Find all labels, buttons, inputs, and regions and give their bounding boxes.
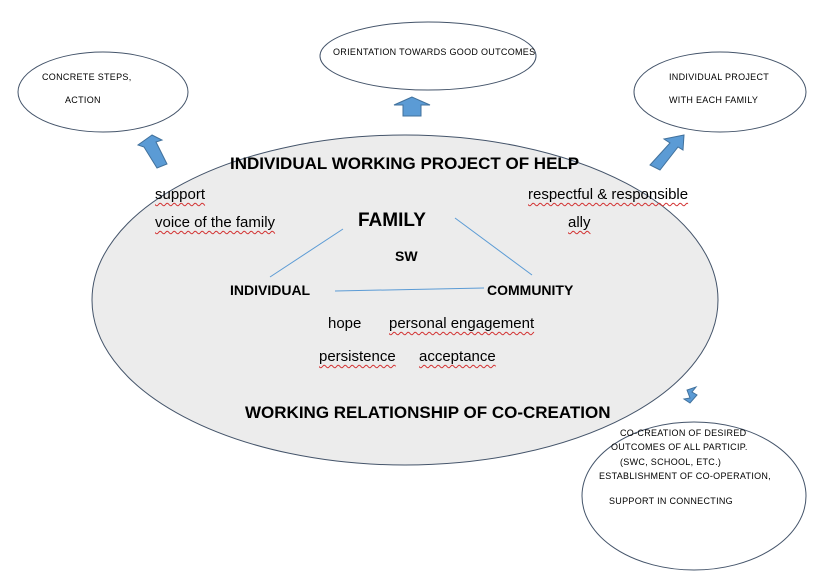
quality-acceptance: acceptance <box>419 348 496 365</box>
node-community: COMMUNITY <box>487 282 574 298</box>
main-ellipse <box>91 134 719 466</box>
bubble-cocreation <box>581 421 807 571</box>
cocreation-line4: ESTABLISHMENT OF CO-OPERATION, <box>599 471 772 481</box>
title-top: INDIVIDUAL WORKING PROJECT OF HELP <box>230 154 580 173</box>
orientation-label: ORIENTATION TOWARDS GOOD OUTCOMES <box>333 47 536 57</box>
quality-hope: hope <box>328 315 362 332</box>
bubble-individual-project <box>633 51 807 133</box>
right-label-ally: ally <box>568 214 591 231</box>
arrow-to-individual-project <box>649 134 685 171</box>
right-label-respectful: respectful & responsible <box>528 186 689 203</box>
connector-family-community <box>454 217 533 276</box>
connector-family-individual <box>269 228 344 278</box>
left-label-support: support <box>155 186 206 203</box>
left-label-voice: voice of the family <box>155 214 276 231</box>
concrete-steps-line2: ACTION <box>65 95 101 105</box>
node-individual: INDIVIDUAL <box>230 282 311 298</box>
quality-persistence: persistence <box>319 348 396 365</box>
quality-engagement: personal engagement <box>389 315 535 332</box>
arrow-to-concrete-steps <box>136 134 168 169</box>
arrow-to-orientation <box>393 96 431 117</box>
node-family: FAMILY <box>358 210 426 231</box>
cocreation-line1: CO-CREATION OF DESIRED <box>620 428 747 438</box>
individual-project-line1: INDIVIDUAL PROJECT <box>669 72 770 82</box>
cocreation-line3: (SWC, SCHOOL, ETC.) <box>620 457 722 467</box>
bubble-concrete-steps <box>17 51 189 133</box>
cocreation-line2: OUTCOMES OF ALL PARTICIP. <box>611 442 748 452</box>
connector-individual-community <box>334 287 485 292</box>
cocreation-line5: SUPPORT IN CONNECTING <box>609 496 733 506</box>
node-sw: SW <box>395 248 418 264</box>
title-bottom: WORKING RELATIONSHIP OF CO-CREATION <box>245 403 611 422</box>
individual-project-line2: WITH EACH FAMILY <box>669 95 759 105</box>
concrete-steps-line1: CONCRETE STEPS, <box>42 72 132 82</box>
bubble-orientation <box>319 21 537 91</box>
arrow-to-cocreation <box>682 385 698 404</box>
